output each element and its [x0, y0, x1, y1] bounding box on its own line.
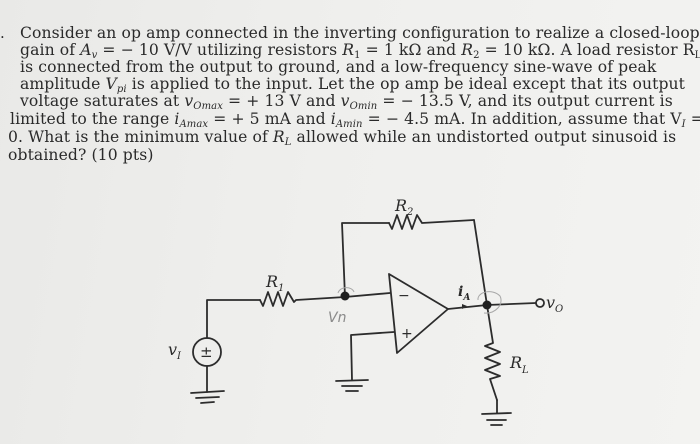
source-polarity-icon: ± — [200, 343, 213, 361]
problem-line-8: obtained? (10 pts) — [8, 146, 154, 164]
inverting-input-wire — [344, 292, 391, 298]
vn-pencil-annotation: Vn — [328, 310, 346, 326]
ia-label: iA — [458, 284, 470, 303]
problem-line-3: is connected from the output to ground, … — [20, 58, 657, 76]
problem-line-2: gain of Av = − 10 V/V utilizing resistor… — [20, 41, 700, 61]
noninverting-input-symbol: + — [401, 326, 413, 342]
output-wire — [447, 302, 537, 310]
output-node — [482, 300, 492, 310]
output-terminal — [535, 298, 545, 308]
input-wire — [206, 299, 261, 339]
pencil-mark — [337, 287, 355, 294]
problem-line-6: limited to the range iAmax = + 5 mA and … — [10, 110, 700, 130]
ground-symbol-source — [190, 390, 225, 404]
inverting-input-symbol: − — [398, 288, 410, 304]
op-amp-triangle — [388, 273, 449, 354]
problem-line-5: voltage saturates at vOmax = + 13 V and … — [20, 92, 673, 112]
vo-label: vO — [546, 293, 563, 315]
ground-symbol-load — [481, 399, 512, 426]
problem-number: . — [0, 24, 5, 42]
r2-resistor — [388, 214, 475, 230]
problem-line-1: Consider an op amp connected in the inve… — [20, 24, 700, 42]
problem-line-7: 0. What is the minimum value of RL allow… — [8, 128, 677, 148]
vi-label: vI — [168, 340, 182, 362]
feedback-wire-left — [341, 222, 390, 298]
feedback-wire-right — [473, 219, 488, 306]
noninverting-input-wire — [350, 331, 395, 381]
pencil-mark — [477, 291, 502, 314]
voltage-source-circle — [192, 337, 222, 367]
rl-label: RL — [509, 353, 529, 376]
problem-line-4: amplitude Vpi is applied to the input. L… — [20, 75, 686, 95]
r1-label: R1 — [265, 272, 284, 294]
inverting-node — [340, 291, 350, 301]
ground-symbol-plus — [335, 379, 369, 392]
r2-label: R2 — [394, 196, 413, 218]
r1-resistor — [259, 291, 346, 307]
rl-resistor — [484, 304, 501, 401]
current-arrow-icon — [462, 304, 467, 309]
